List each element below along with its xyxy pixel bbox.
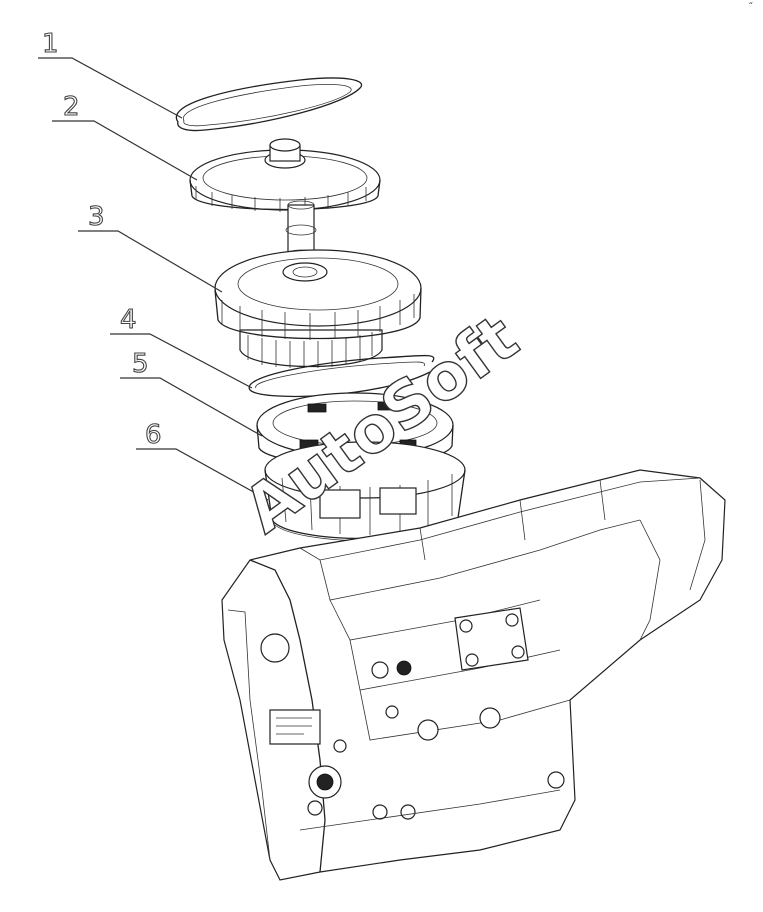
corner-mark: ˝ [748, 1, 753, 13]
callout-label: 3 [88, 202, 105, 232]
part-3-clutch-drum [214, 249, 422, 368]
callout-3: 3 [78, 201, 223, 293]
callout-2: 2 [52, 91, 198, 181]
callout-label: 6 [145, 420, 162, 450]
callout-label: 5 [132, 349, 149, 379]
part-2-ring-gear [189, 138, 381, 212]
callout-1: 1 [38, 28, 183, 119]
part-1-snap-ring [175, 77, 363, 132]
callout-label: 4 [120, 305, 137, 335]
callout-5: 5 [120, 348, 263, 437]
part-5-bearing [256, 392, 454, 465]
transmission-housing [221, 469, 726, 881]
callout-6: 6 [136, 419, 269, 501]
callout-4: 4 [110, 304, 253, 389]
callout-label: 2 [63, 92, 80, 122]
callout-label: 1 [42, 29, 59, 59]
